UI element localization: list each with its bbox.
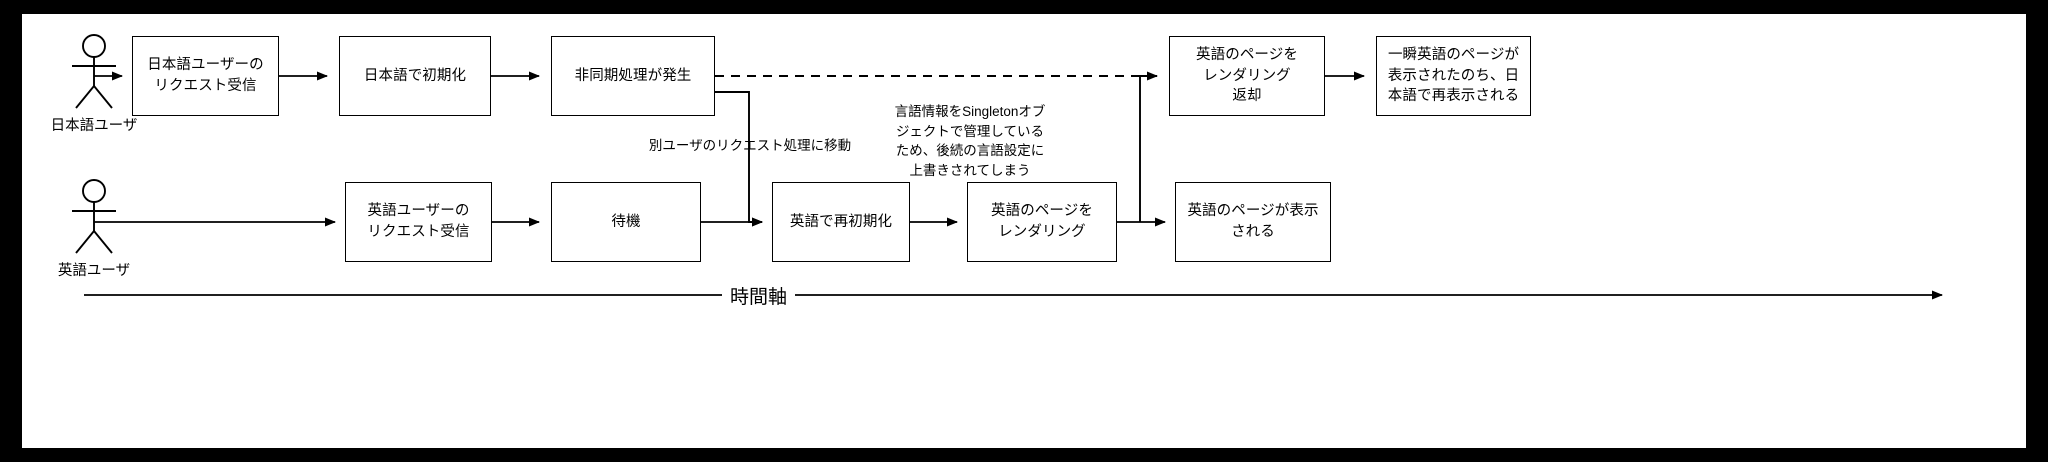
box-ja-receive[interactable]: 日本語ユーザーの リクエスト受信 [132, 36, 279, 116]
stick-figure-icon [72, 34, 116, 109]
box-en-result-label: 英語のページが表示 される [1187, 203, 1319, 240]
box-en-wait[interactable]: 待機 [551, 182, 701, 262]
box-ja-result[interactable]: 一瞬英語のページが 表示されたのち、日 本語で再表示される [1376, 36, 1531, 116]
box-ja-async-label: 非同期処理が発生 [574, 67, 692, 84]
box-en-render-label: 英語のページを レンダリング [991, 203, 1093, 240]
diagram-canvas: 日本語ユーザ 英語ユーザ 日本語ユーザーの リクエスト受信 日本語で初期化 非同… [22, 14, 2026, 448]
stick-figure-icon [72, 179, 116, 254]
actor-japanese-user[interactable]: 日本語ユーザ [51, 32, 137, 134]
actor-english-user-label: 英語ユーザ [57, 263, 131, 279]
box-en-receive[interactable]: 英語ユーザーの リクエスト受信 [345, 182, 492, 262]
box-ja-async[interactable]: 非同期処理が発生 [551, 36, 715, 116]
box-en-reinit-label: 英語で再初期化 [789, 213, 893, 230]
box-ja-render-return[interactable]: 英語のページを レンダリング 返却 [1169, 36, 1325, 116]
box-en-receive-label: 英語ユーザーの リクエスト受信 [367, 203, 470, 240]
box-ja-receive-label: 日本語ユーザーの リクエスト受信 [147, 57, 264, 94]
note-singleton-overwrite: 言語情報をSingletonオブ ジェクトで管理している ため、後続の言語設定に… [894, 104, 1046, 178]
actor-japanese-user-label: 日本語ユーザ [50, 118, 138, 134]
edge-async-to-reinit [715, 91, 763, 227]
box-en-reinit[interactable]: 英語で再初期化 [772, 182, 910, 262]
box-ja-init[interactable]: 日本語で初期化 [339, 36, 491, 116]
note-switch-user: 別ユーザのリクエスト処理に移動 [648, 138, 852, 153]
box-en-wait-label: 待機 [611, 213, 641, 230]
box-en-result[interactable]: 英語のページが表示 される [1175, 182, 1331, 262]
box-en-render[interactable]: 英語のページを レンダリング [967, 182, 1117, 262]
box-ja-init-label: 日本語で初期化 [363, 67, 467, 84]
box-ja-render-return-label: 英語のページを レンダリング 返却 [1196, 47, 1298, 105]
edge-en-render-up-to-ja-render [1139, 71, 1158, 222]
connector-layer [84, 71, 1943, 300]
actor-english-user[interactable]: 英語ユーザ [54, 177, 134, 279]
box-ja-result-label: 一瞬英語のページが 表示されたのち、日 本語で再表示される [1387, 47, 1520, 105]
time-axis-label: 時間軸 [722, 282, 796, 309]
